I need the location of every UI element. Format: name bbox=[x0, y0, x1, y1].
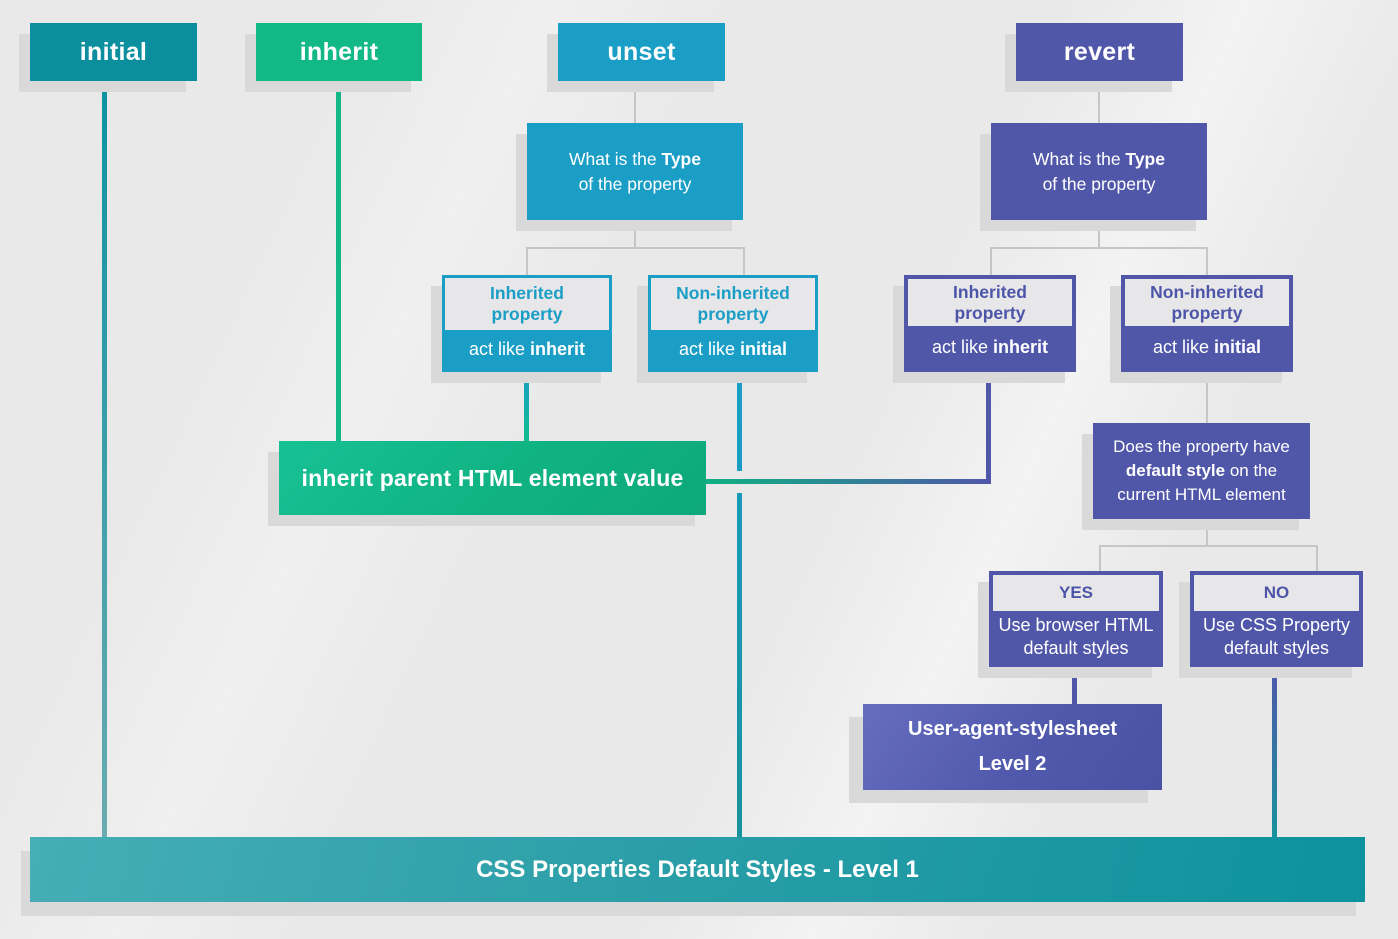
yes-body: Use browser HTML default styles bbox=[993, 611, 1159, 663]
user-agent-line1: User-agent-stylesheet bbox=[908, 718, 1117, 740]
split-box-action: act like initial bbox=[651, 330, 815, 369]
flow-line-unset-inherited-to-result bbox=[524, 371, 529, 441]
yes-box: YES Use browser HTML default styles bbox=[989, 571, 1163, 667]
flow-line-unset-noninherited-upper bbox=[737, 371, 742, 471]
question-line1: Does the property have bbox=[1113, 436, 1290, 456]
default-style-question-box: Does the property have default style on … bbox=[1093, 423, 1310, 519]
connector-revert-to-question bbox=[1098, 81, 1100, 123]
yes-title: YES bbox=[1058, 582, 1094, 602]
keyword-label-inherit: inherit bbox=[299, 37, 379, 66]
split-box-title: Inherited property bbox=[490, 283, 564, 324]
connector-defaultstyle-split-right bbox=[1316, 545, 1318, 572]
connector-unset-split-stem bbox=[634, 220, 636, 247]
question-line2: of the property bbox=[578, 173, 692, 194]
css-default-styles-bar: CSS Properties Default Styles - Level 1 bbox=[30, 837, 1365, 902]
revert-type-question-box: What is the Type of the property bbox=[991, 123, 1207, 220]
question-line3: current HTML element bbox=[1117, 485, 1286, 505]
connector-revert-split-left bbox=[990, 247, 992, 277]
split-box-action: act like inherit bbox=[908, 326, 1072, 368]
flow-line-inherit-to-result bbox=[336, 81, 341, 441]
no-body: Use CSS Property default styles bbox=[1194, 611, 1359, 663]
bottom-bar-label: CSS Properties Default Styles - Level 1 bbox=[476, 855, 919, 883]
flow-line-initial-to-bar bbox=[102, 81, 107, 837]
unset-type-question-box: What is the Type of the property bbox=[527, 123, 743, 220]
inherit-result-box: inherit parent HTML element value bbox=[279, 441, 706, 515]
keyword-label-unset: unset bbox=[607, 37, 676, 66]
unset-noninherited-property-box: Non-inherited property act like initial bbox=[648, 275, 818, 372]
connector-unset-split-bar bbox=[526, 247, 745, 249]
user-agent-line2: Level 2 bbox=[978, 753, 1047, 775]
connector-unset-split-left bbox=[526, 247, 528, 277]
flow-line-yes-to-useragent bbox=[1072, 667, 1077, 704]
split-box-action: act like initial bbox=[1125, 326, 1289, 368]
keyword-box-inherit: inherit bbox=[256, 23, 422, 81]
keyword-box-revert: revert bbox=[1016, 23, 1183, 81]
keyword-box-unset: unset bbox=[558, 23, 725, 81]
connector-unset-to-question bbox=[634, 81, 636, 123]
user-agent-stylesheet-box: User-agent-stylesheet Level 2 bbox=[863, 704, 1162, 790]
flow-line-no-to-bar bbox=[1272, 667, 1277, 837]
keyword-box-initial: initial bbox=[30, 23, 197, 81]
connector-noninherited-to-defaultstyle bbox=[1206, 371, 1208, 423]
connector-revert-split-stem bbox=[1098, 220, 1100, 247]
split-box-action: act like inherit bbox=[445, 330, 609, 369]
question-line1: What is the Type bbox=[569, 149, 701, 169]
question-line2: of the property bbox=[1042, 173, 1156, 194]
flow-line-revert-inherited-to-result bbox=[706, 479, 991, 484]
connector-defaultstyle-split-bar bbox=[1099, 545, 1318, 547]
question-line1: What is the Type bbox=[1033, 149, 1165, 169]
split-box-title: Non-inherited property bbox=[676, 283, 790, 324]
flow-line-revert-inherited-down bbox=[986, 371, 991, 484]
keyword-label-revert: revert bbox=[1063, 37, 1136, 66]
no-box: NO Use CSS Property default styles bbox=[1190, 571, 1363, 667]
connector-revert-split-bar bbox=[990, 247, 1208, 249]
connector-defaultstyle-split-stem bbox=[1206, 519, 1208, 545]
connector-defaultstyle-split-left bbox=[1099, 545, 1101, 572]
split-box-title: Non-inherited property bbox=[1150, 281, 1264, 323]
inherit-result-label: inherit parent HTML element value bbox=[301, 464, 684, 491]
keyword-label-initial: initial bbox=[79, 37, 148, 66]
revert-noninherited-property-box: Non-inherited property act like initial bbox=[1121, 275, 1293, 372]
no-title: NO bbox=[1263, 582, 1290, 602]
connector-unset-split-right bbox=[743, 247, 745, 277]
connector-revert-split-right bbox=[1206, 247, 1208, 277]
unset-inherited-property-box: Inherited property act like inherit bbox=[442, 275, 612, 372]
question-line2: default style on the bbox=[1125, 460, 1278, 480]
flow-line-unset-noninherited-lower bbox=[737, 493, 742, 837]
split-box-title: Inherited property bbox=[953, 281, 1027, 323]
revert-inherited-property-box: Inherited property act like inherit bbox=[904, 275, 1076, 372]
